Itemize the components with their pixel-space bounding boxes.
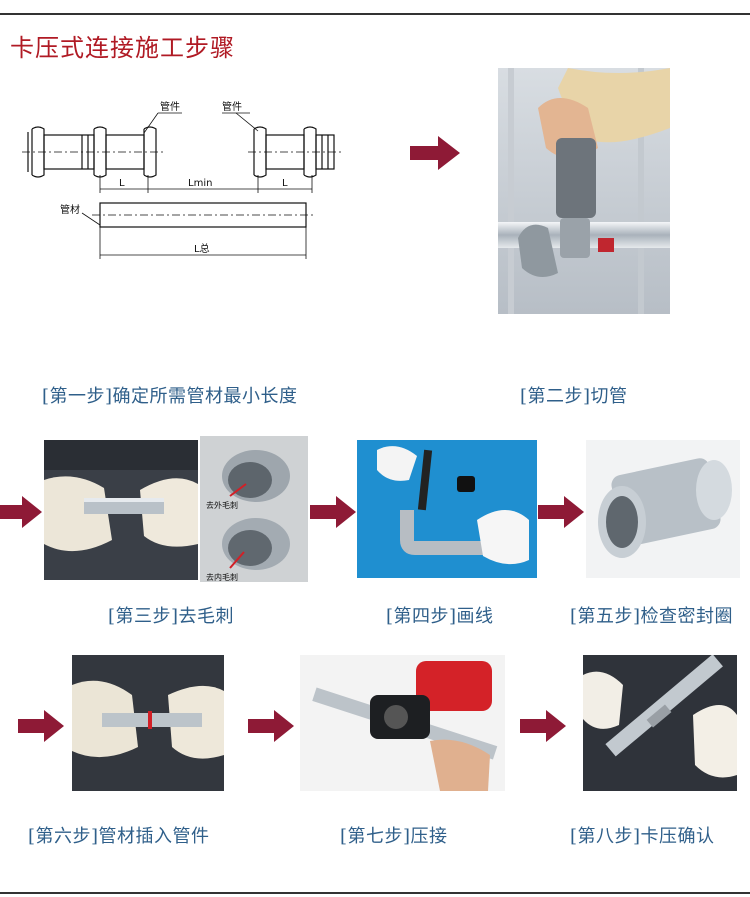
inner-burr-label: 去内毛刺: [206, 573, 238, 582]
photo-burr-closeup: 去外毛刺 去内毛刺: [200, 436, 308, 582]
page-title: 卡压式连接施工步骤: [10, 34, 235, 62]
dim-ltotal: L总: [194, 242, 210, 255]
fitting-label-right: 管件: [222, 100, 242, 113]
dim-l-right: L: [282, 178, 288, 189]
arrow-right-icon: [248, 710, 294, 742]
dim-lmin: Lmin: [188, 178, 212, 189]
dim-l-left: L: [119, 178, 125, 189]
pipe-label: 管材: [60, 203, 80, 216]
arrow-right-icon: [18, 710, 64, 742]
step-6-caption: [第六步]管材插入管件: [28, 826, 210, 847]
step-4-caption: [第四步]画线: [386, 606, 494, 627]
arrow-right-icon: [410, 136, 460, 170]
arrow-right-icon: [538, 496, 584, 528]
pipe-length-diagram: 管件 管件 L Lmin L 管材 L总: [22, 100, 342, 259]
step-7-caption: [第七步]压接: [340, 826, 448, 847]
step-1-caption: [第一步]确定所需管材最小长度: [42, 386, 298, 407]
photo-inserting-pipe: [72, 655, 224, 791]
photo-pressing-tool: [300, 655, 505, 791]
photo-marking-line: [357, 440, 537, 578]
outer-burr-label: 去外毛刺: [206, 501, 238, 510]
top-border-line: [0, 13, 750, 15]
bottom-border-line: [0, 892, 750, 894]
arrow-right-icon: [520, 710, 566, 742]
arrow-right-icon: [310, 496, 356, 528]
photo-cutting-pipe: [498, 68, 670, 314]
step-2-caption: [第二步]切管: [520, 386, 628, 407]
photo-deburring-hands: [44, 440, 198, 580]
fitting-label-left: 管件: [160, 100, 180, 113]
photo-press-check: [583, 655, 737, 791]
step-3-caption: [第三步]去毛刺: [108, 606, 235, 627]
step-5-caption: [第五步]检查密封圈: [570, 606, 734, 627]
arrow-right-icon: [0, 496, 42, 528]
photo-sealing-ring: [586, 440, 740, 578]
step-8-caption: [第八步]卡压确认: [570, 826, 715, 847]
